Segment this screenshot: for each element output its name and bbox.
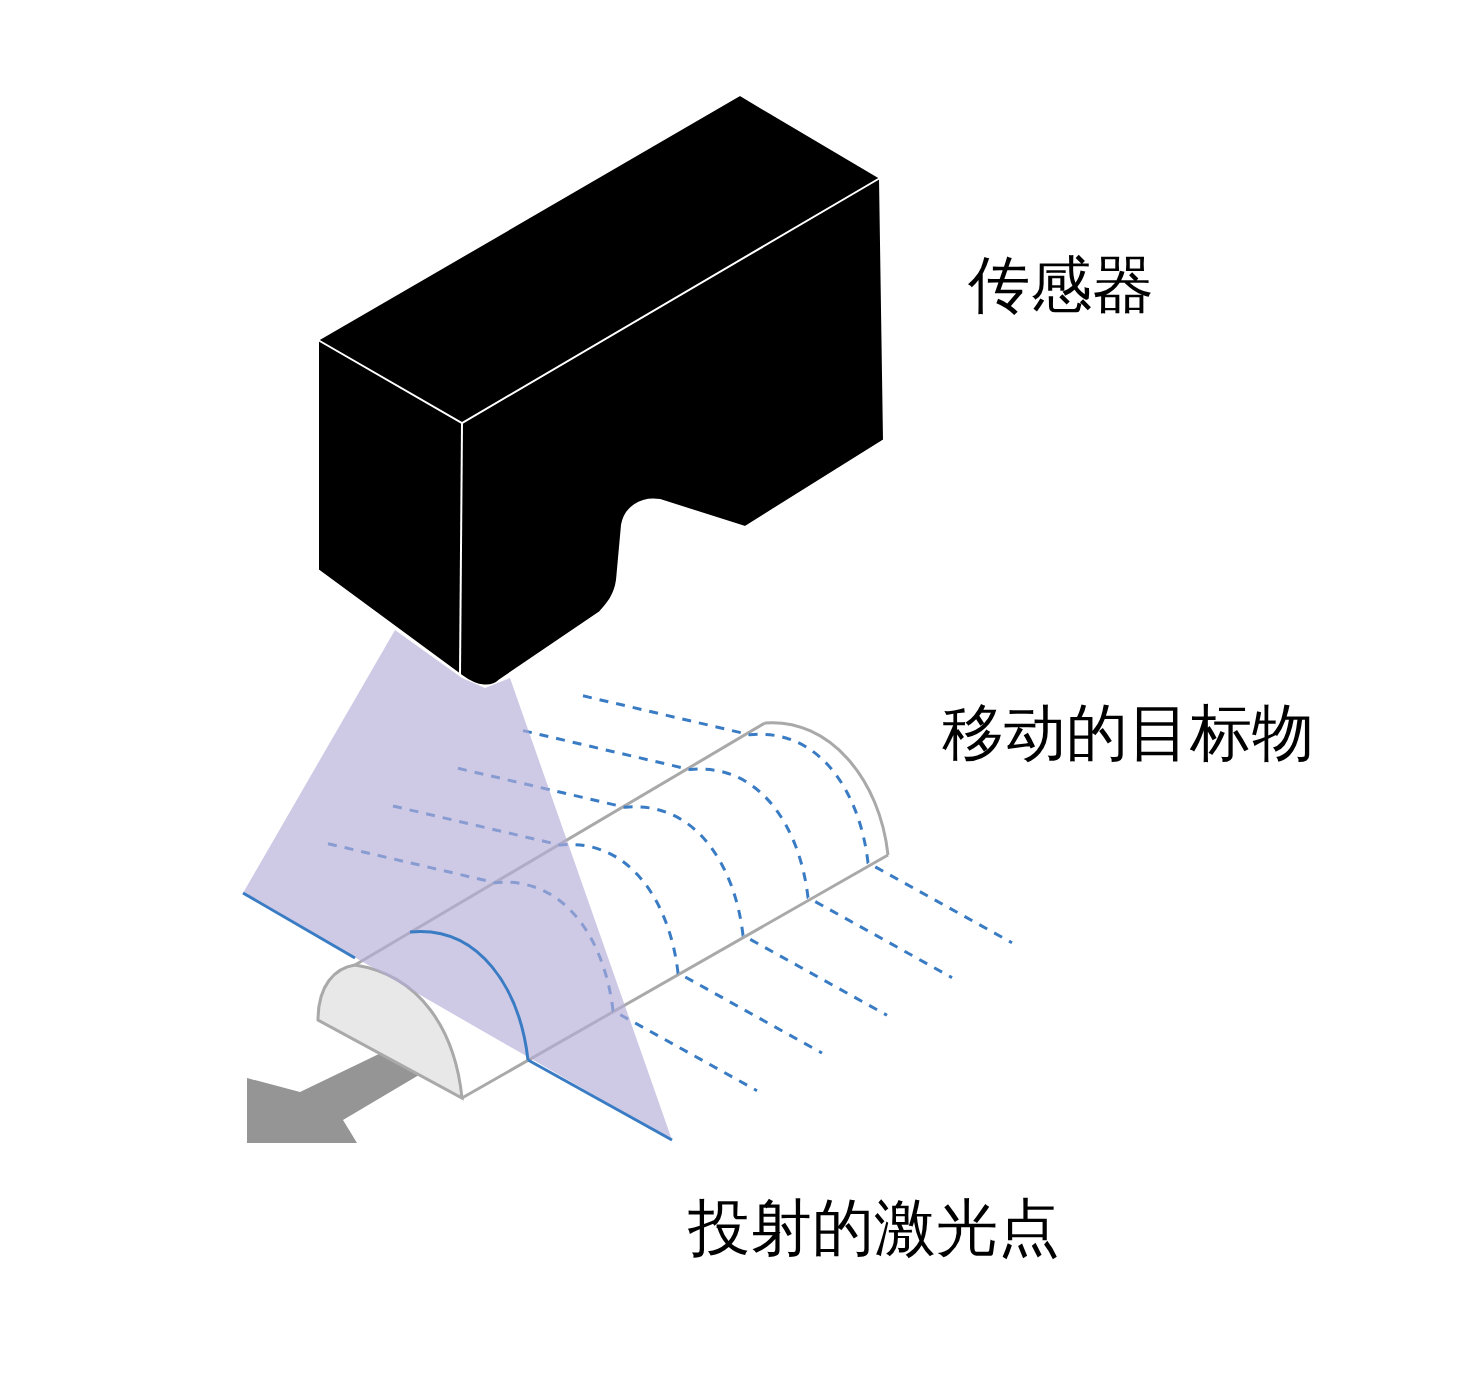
sensor-edge (318, 178, 880, 423)
laser-fan (243, 630, 672, 1140)
part-label: 投射的激光点 (688, 1191, 1060, 1265)
sensor-edge (460, 423, 462, 675)
laser-line (243, 893, 355, 958)
laser-line (528, 1060, 672, 1140)
part-label: 传感器 (968, 248, 1154, 322)
sensor-body (318, 95, 884, 686)
laser-line (410, 931, 528, 1060)
target-back-arc (765, 723, 888, 855)
part-label: 移动的目标物 (942, 696, 1314, 770)
